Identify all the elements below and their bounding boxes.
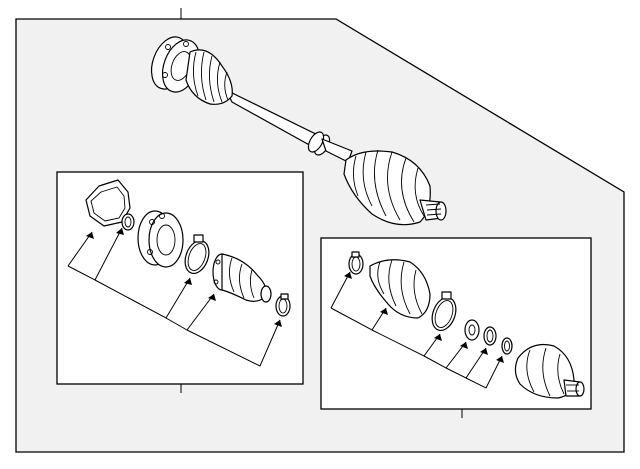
- outer-joint-boot: [343, 149, 431, 226]
- snap-ring: [121, 213, 135, 231]
- outer-joint-kit: [330, 251, 585, 399]
- main-shaft-assembly: [150, 36, 447, 226]
- outer-cv-joint: [514, 343, 585, 399]
- boot-clamp: [184, 234, 210, 275]
- boot-clamp: [431, 291, 457, 332]
- outer-kit-leaders: [330, 271, 504, 389]
- small-clamp: [348, 251, 364, 275]
- inner-kit-leaders: [67, 227, 282, 367]
- inner-joint-boot: [185, 49, 233, 105]
- washer: [464, 319, 480, 341]
- inner-joint-kit: [67, 179, 291, 367]
- cv-joint-housing: [137, 210, 184, 268]
- snap-ring: [483, 326, 497, 346]
- small-clamp: [275, 293, 291, 317]
- joint-boot: [212, 253, 272, 303]
- shaft-bar: [225, 89, 353, 163]
- circlip: [501, 337, 513, 355]
- splined-stub: [419, 199, 447, 221]
- joint-boot: [369, 259, 431, 319]
